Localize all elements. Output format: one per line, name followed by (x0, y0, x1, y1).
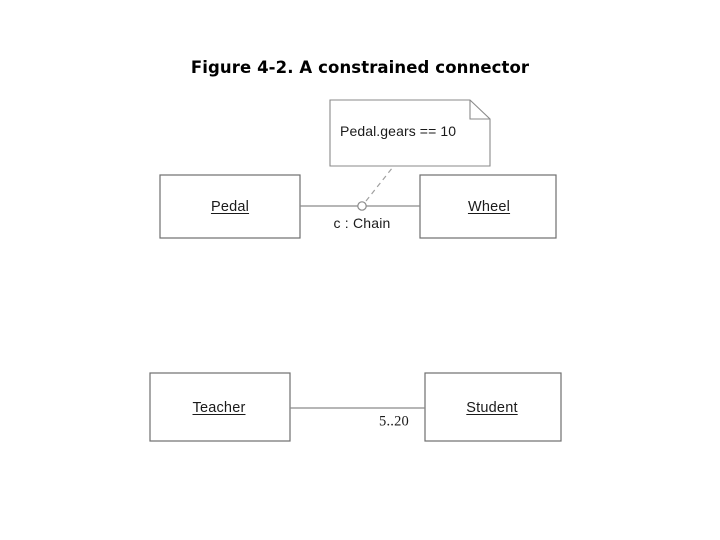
class-box-wheel (419, 174, 557, 239)
connector-anchor-circle-icon (357, 201, 367, 211)
class-box-teacher (149, 372, 291, 442)
class-label-student: Student (466, 400, 518, 416)
constraint-note-shape (329, 99, 491, 167)
connector-label-chain: c : Chain (333, 215, 391, 231)
note-body (329, 99, 491, 167)
note-fold-corner-icon (469, 100, 490, 120)
class-box-pedal (159, 174, 301, 239)
class-box-student (424, 372, 562, 442)
constraint-note-text: Pedal.gears == 10 (340, 123, 457, 139)
class-label-wheel: Wheel (467, 199, 511, 215)
multiplicity-label: 5..20 (379, 413, 409, 430)
page-title: Figure 4-2. A constrained connector (190, 58, 530, 77)
constraint-dashed-link (365, 166, 394, 202)
class-label-pedal: Pedal (210, 199, 250, 215)
class-label-teacher: Teacher (192, 400, 246, 416)
